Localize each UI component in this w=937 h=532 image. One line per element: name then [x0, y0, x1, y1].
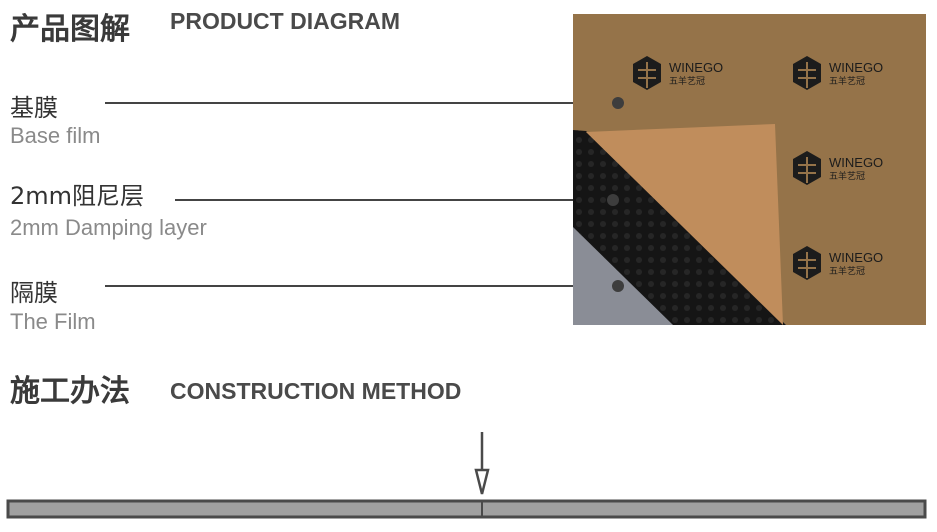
- svg-text:五羊艺冠: 五羊艺冠: [669, 75, 705, 87]
- svg-text:WINEGO: WINEGO: [829, 155, 883, 170]
- svg-text:五羊艺冠: 五羊艺冠: [829, 265, 865, 277]
- construction-title-cn: 施工办法: [10, 374, 130, 409]
- svg-text:五羊艺冠: 五羊艺冠: [829, 170, 865, 182]
- layer-label-en: Base film: [10, 123, 101, 148]
- leader-line: [105, 102, 618, 104]
- layer-label-en: 2mm Damping layer: [10, 215, 207, 240]
- layer-label-cn: 基膜: [10, 94, 58, 122]
- kraft-peel: [586, 124, 783, 325]
- layer-marker: [607, 194, 619, 206]
- layer-label-cn: 隔膜: [10, 279, 58, 307]
- leader-line: [175, 199, 613, 201]
- layer-marker: [612, 280, 624, 292]
- layer-label-en: The Film: [10, 309, 96, 334]
- construction-title-en: CONSTRUCTION METHOD: [170, 378, 462, 404]
- svg-text:WINEGO: WINEGO: [829, 250, 883, 265]
- svg-text:WINEGO: WINEGO: [829, 60, 883, 75]
- arrowhead: [474, 468, 490, 495]
- diagram-title-en: PRODUCT DIAGRAM: [170, 8, 400, 34]
- layer-label-cn: 2mm阻尼层: [10, 182, 145, 210]
- diagram-title-cn: 产品图解: [10, 12, 130, 47]
- svg-text:WINEGO: WINEGO: [669, 60, 723, 75]
- layer-marker: [612, 97, 624, 109]
- svg-text:五羊艺冠: 五羊艺冠: [829, 75, 865, 87]
- leader-line: [105, 285, 618, 287]
- panel: [6, 499, 927, 519]
